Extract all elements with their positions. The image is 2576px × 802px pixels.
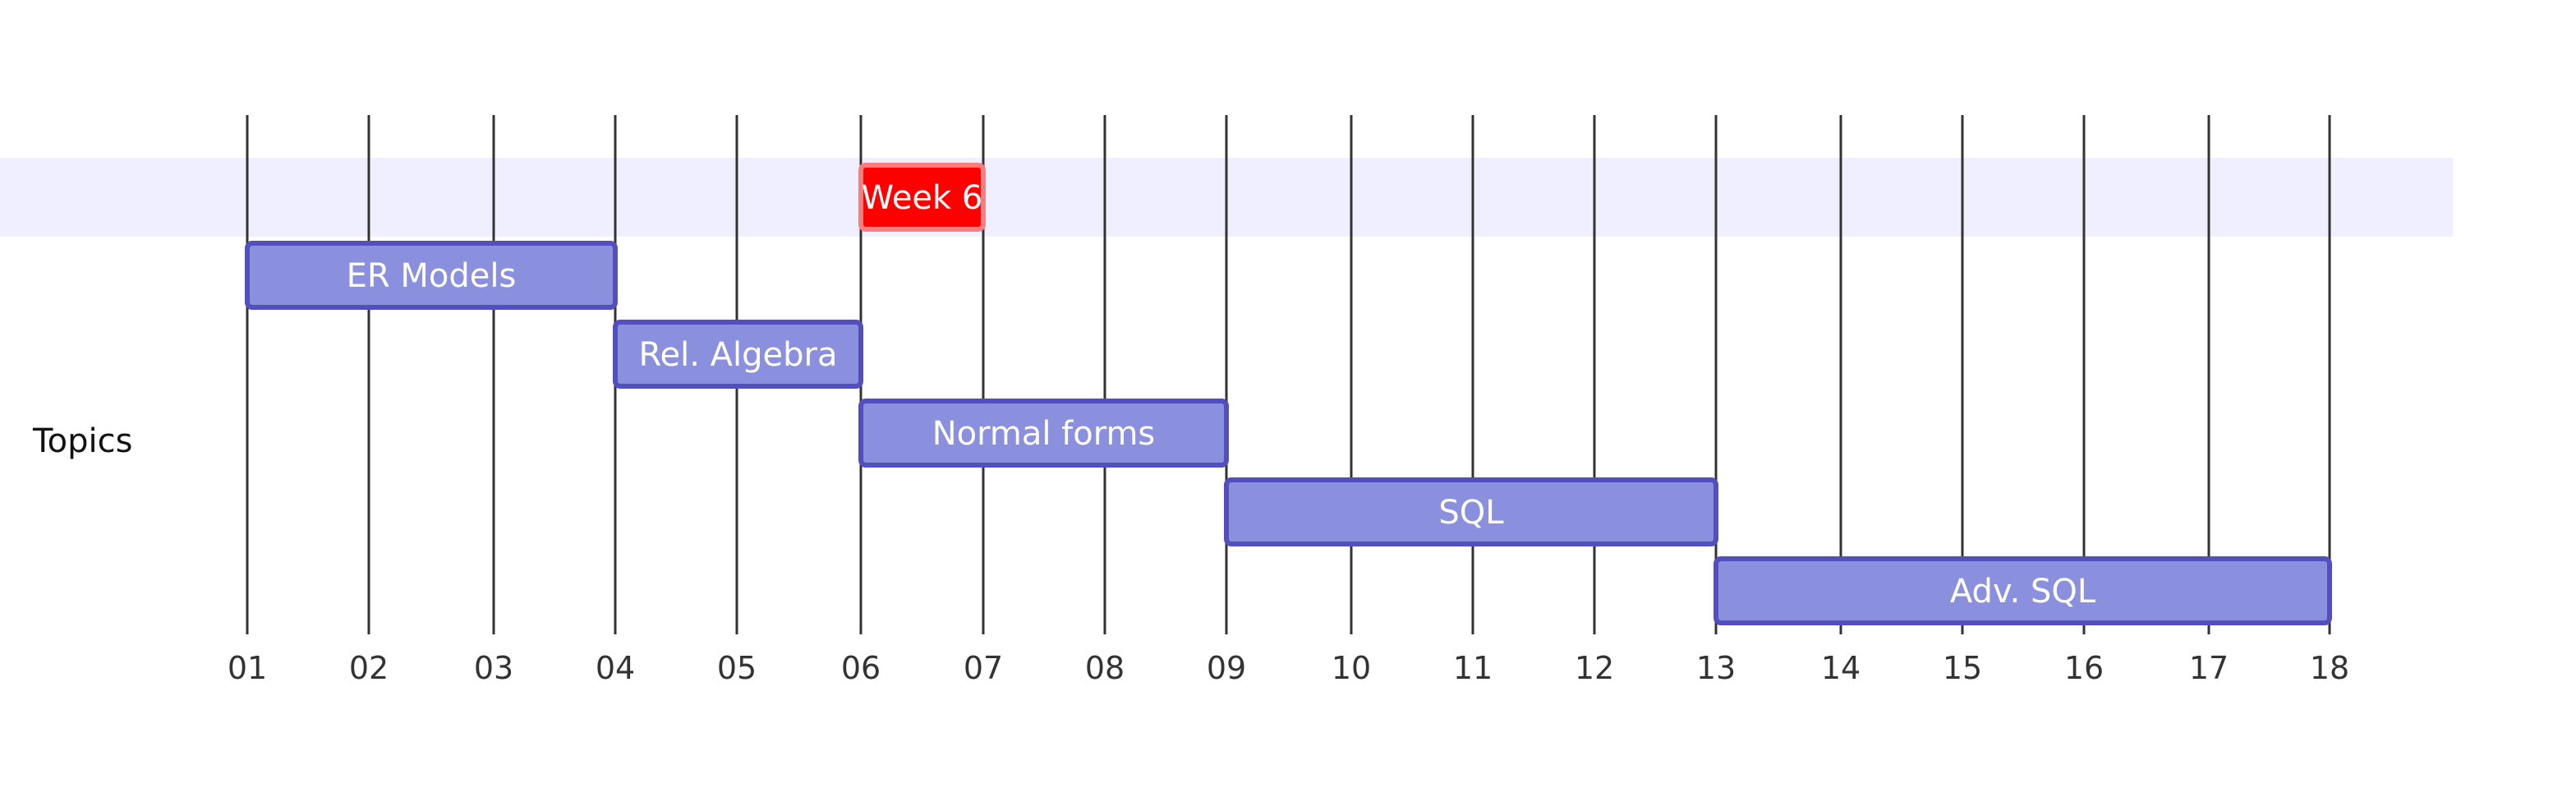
tick-label-18: 18 bbox=[2310, 650, 2349, 686]
task-label: Normal forms bbox=[932, 415, 1156, 453]
tick-label-03: 03 bbox=[474, 650, 513, 686]
task-bar bbox=[613, 320, 863, 389]
tick-label-04: 04 bbox=[596, 650, 635, 686]
tick-label-09: 09 bbox=[1207, 650, 1246, 686]
tick-label-13: 13 bbox=[1696, 650, 1736, 686]
tick-label-11: 11 bbox=[1453, 650, 1493, 686]
milestone-bar bbox=[858, 163, 986, 232]
task-bar bbox=[1714, 556, 2332, 625]
milestones: Week 6 bbox=[858, 163, 986, 232]
task-label: Adv. SQL bbox=[1950, 573, 2096, 611]
task-bar bbox=[1224, 477, 1718, 546]
tick-label-17: 17 bbox=[2189, 650, 2229, 686]
tick-label-07: 07 bbox=[964, 650, 1003, 686]
tick-label-02: 02 bbox=[349, 650, 389, 686]
section-label-topics: Topics bbox=[32, 422, 132, 460]
task-label: Rel. Algebra bbox=[639, 336, 838, 374]
x-axis-ticks: 01 02 03 04 05 06 07 08 09 10 11 12 13 14 15 16 17 18 bbox=[228, 650, 2349, 686]
tick-label-15: 15 bbox=[1943, 650, 1982, 686]
task-bar bbox=[858, 399, 1229, 468]
tick-label-16: 16 bbox=[2064, 650, 2104, 686]
task-label: ER Models bbox=[347, 257, 517, 295]
tick-label-10: 10 bbox=[1332, 650, 1371, 686]
task-bar bbox=[245, 241, 618, 310]
tick-label-01: 01 bbox=[228, 650, 267, 686]
grid-lines bbox=[246, 115, 2331, 634]
tick-label-05: 05 bbox=[717, 650, 757, 686]
tick-label-06: 06 bbox=[841, 650, 881, 686]
milestone-label: Week 6 bbox=[862, 179, 983, 217]
tick-label-12: 12 bbox=[1575, 650, 1614, 686]
tick-label-14: 14 bbox=[1821, 650, 1861, 686]
task-label: SQL bbox=[1438, 494, 1504, 532]
tick-label-08: 08 bbox=[1085, 650, 1125, 686]
